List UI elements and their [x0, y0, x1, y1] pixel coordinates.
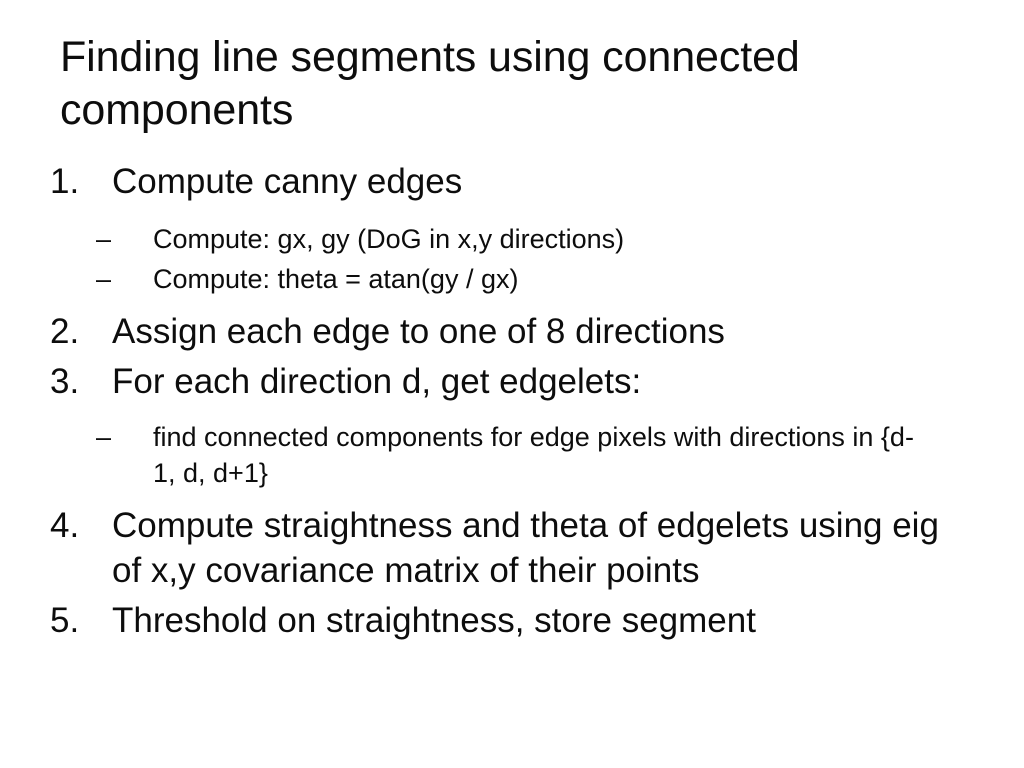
list-marker: 1. [50, 162, 80, 201]
slide-body-outline: 1. Compute canny edges – Compute: gx, gy… [0, 160, 1024, 648]
list-item: 5. Threshold on straightness, store segm… [0, 599, 1024, 644]
list-item: 2. Assign each edge to one of 8 directio… [0, 310, 1024, 355]
list-item-text: Compute straightness and theta of edgele… [112, 506, 949, 590]
spacer [0, 495, 1024, 504]
list-item-text: find connected components for edge pixel… [153, 421, 914, 488]
list-marker: 4. [50, 506, 80, 546]
list-item: – Compute: theta = atan(gy / gx) [0, 261, 1024, 297]
list-item: 4. Compute straightness and theta of edg… [0, 504, 1024, 594]
list-marker: – [96, 223, 112, 254]
spacer [0, 301, 1024, 310]
list-item-text: Compute canny edges [112, 162, 463, 201]
slide-title: Finding line segments using connected co… [60, 32, 812, 135]
spacer [0, 410, 1024, 419]
list-marker: 5. [50, 600, 80, 640]
list-item-text: Threshold on straightness, store segment [112, 600, 756, 640]
list-marker: – [96, 421, 112, 452]
list-item-text: For each direction d, get edgelets: [112, 361, 642, 401]
list-marker: 3. [50, 361, 80, 401]
list-item: 3. For each direction d, get edgelets: [0, 360, 1024, 405]
list-item-text: Compute: gx, gy (DoG in x,y directions) [153, 223, 625, 254]
list-item: – Compute: gx, gy (DoG in x,y directions… [0, 221, 1024, 257]
list-marker: 2. [50, 312, 80, 352]
list-item-text: Assign each edge to one of 8 directions [112, 312, 725, 352]
list-item: – find connected components for edge pix… [0, 419, 1024, 491]
list-item: 1. Compute canny edges [0, 160, 1024, 205]
list-marker: – [96, 263, 112, 294]
list-item-text: Compute: theta = atan(gy / gx) [153, 263, 519, 294]
spacer [0, 210, 1024, 221]
